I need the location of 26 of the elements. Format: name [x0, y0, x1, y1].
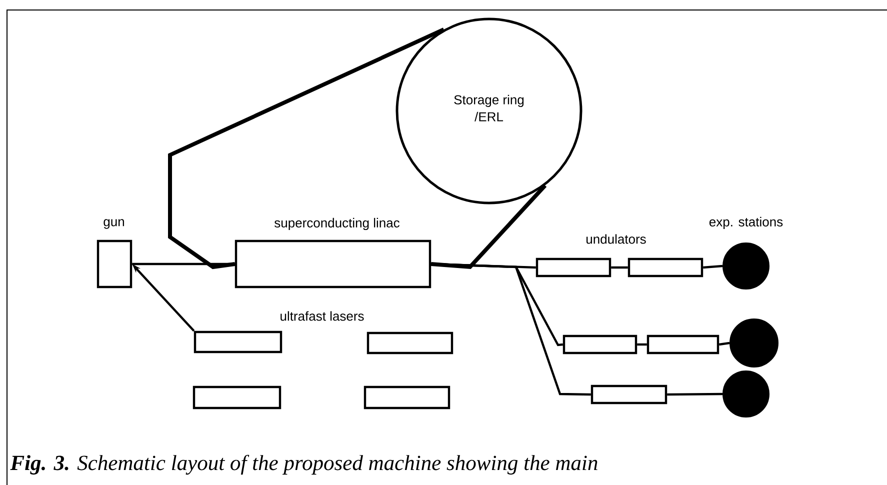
station-circle — [722, 242, 770, 290]
label: ultrafast lasers — [280, 311, 364, 321]
beam-line — [430, 184, 547, 270]
beam-line — [168, 28, 445, 270]
station-circle — [730, 318, 778, 368]
laser-box — [364, 386, 450, 410]
beam-line — [703, 264, 723, 269]
caption: Fig. 3. Schematic layout of the proposed machine showing the main — [10, 454, 598, 475]
beam-line — [637, 343, 647, 346]
undulator-box — [628, 258, 704, 278]
undulator-box — [590, 384, 668, 404]
undulator-box — [646, 334, 720, 354]
laser-box — [194, 330, 282, 354]
component-label: gun — [104, 219, 124, 229]
beam-line — [431, 262, 591, 396]
label: undulators — [586, 234, 646, 244]
undulator-box — [536, 258, 612, 278]
label: exp. stations — [709, 216, 783, 230]
laser-box — [366, 332, 454, 354]
component-label: superconducting linac — [274, 218, 400, 230]
beam-line — [611, 266, 628, 269]
undulator-box — [562, 334, 638, 354]
laser-box — [192, 386, 282, 410]
beam-line — [718, 342, 730, 346]
beam-line — [667, 392, 722, 396]
station-circle — [722, 370, 770, 418]
